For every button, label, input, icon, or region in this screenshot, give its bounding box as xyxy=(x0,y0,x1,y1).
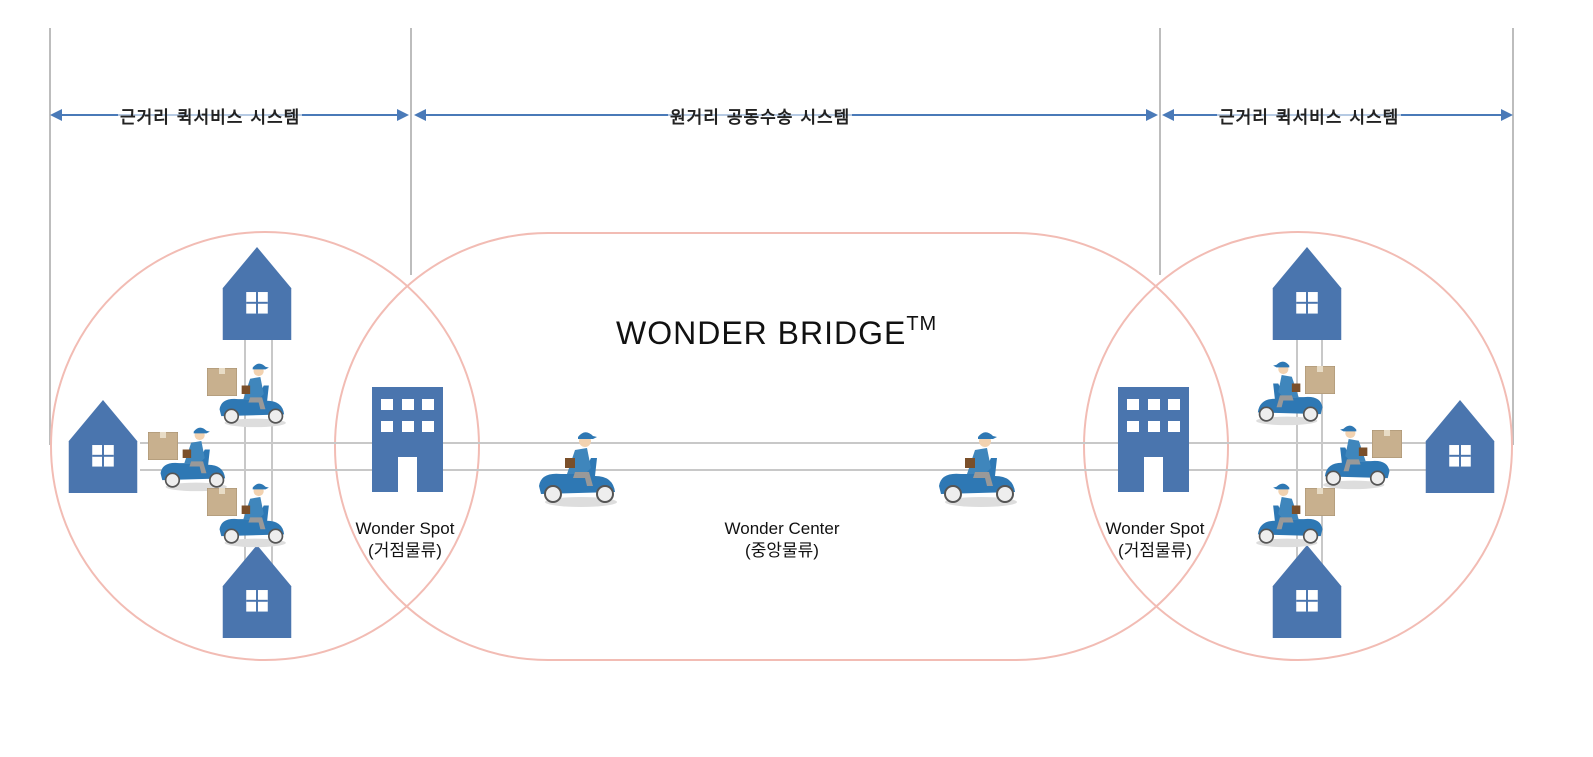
house-icon xyxy=(68,400,138,493)
service-rings xyxy=(50,231,1513,661)
diagram-title: WONDER BRIDGETM xyxy=(616,313,937,352)
route-lines xyxy=(140,295,1470,600)
house-icon xyxy=(222,247,292,340)
building-icons xyxy=(372,387,1189,492)
node-name: Wonder Spot xyxy=(355,519,455,538)
building-icon xyxy=(1118,387,1189,492)
node-right-spot: Wonder Spot (거점물류) xyxy=(1075,518,1235,562)
title-text: WONDER BRIDGE xyxy=(616,315,907,351)
node-sub: (거점물류) xyxy=(1118,541,1192,560)
boundary-lines xyxy=(49,28,1514,445)
trademark: TM xyxy=(906,313,938,335)
package-icon xyxy=(207,368,237,396)
node-center: Wonder Center (중앙물류) xyxy=(682,518,882,562)
node-left-spot: Wonder Spot (거점물류) xyxy=(325,518,485,562)
house-icon xyxy=(222,545,292,638)
package-icon xyxy=(1305,366,1335,394)
section-label-right: 근거리 퀵서비스 시스템 xyxy=(1217,103,1402,128)
package-icon xyxy=(207,488,237,516)
node-name: Wonder Center xyxy=(724,519,840,538)
house-icon xyxy=(1272,247,1342,340)
house-icon xyxy=(1425,400,1495,493)
building-icon xyxy=(372,387,443,492)
package-icon xyxy=(148,432,178,460)
house-icon xyxy=(1272,545,1342,638)
node-sub: (중앙물류) xyxy=(745,541,819,560)
package-icon xyxy=(1372,430,1402,458)
section-label-left: 근거리 퀵서비스 시스템 xyxy=(118,103,303,128)
node-sub: (거점물류) xyxy=(368,541,442,560)
node-name: Wonder Spot xyxy=(1105,519,1205,538)
package-icon xyxy=(1305,488,1335,516)
section-label-middle: 원거리 공동수송 시스템 xyxy=(668,103,853,128)
